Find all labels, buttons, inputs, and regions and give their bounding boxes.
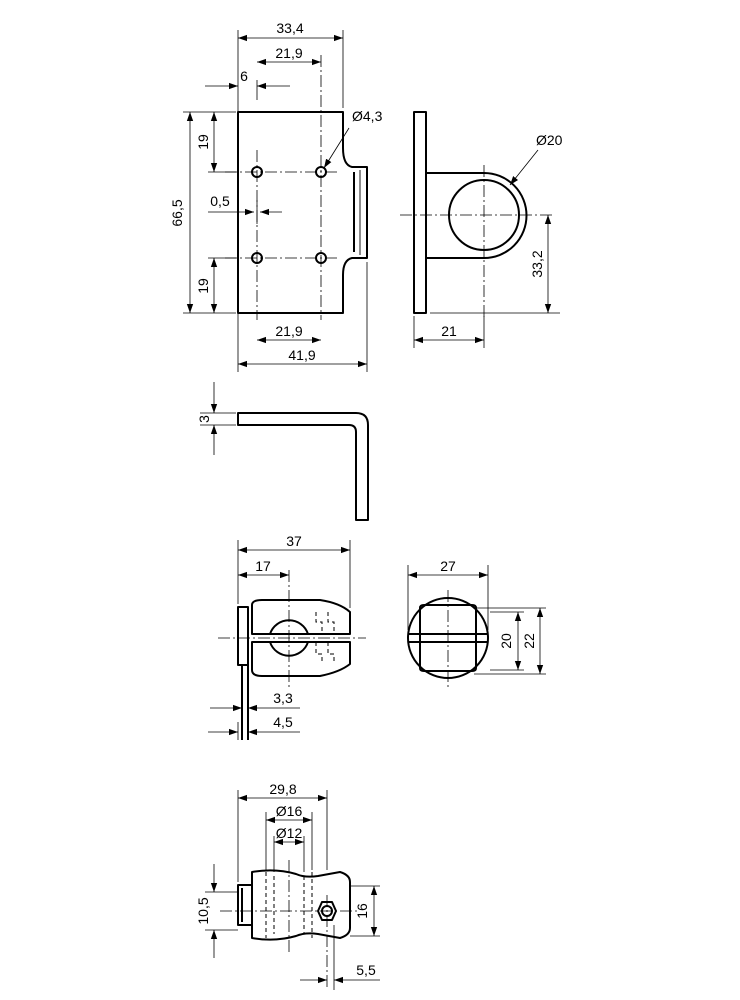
clamp-top-view: 29,8 Ø16 Ø12 10,5 16 5,5 [195, 781, 380, 990]
dim-diameter-outer: Ø16 [276, 803, 303, 819]
dim-overall-width: 33,4 [276, 20, 303, 36]
dim-edge-offset: 6 [240, 68, 248, 84]
dim-inner-height: 20 [498, 633, 514, 649]
dim-center-offset: 17 [255, 558, 271, 574]
clamp-end-inner [419, 604, 477, 672]
dim-width-bottom: 41,9 [288, 347, 315, 363]
dim-overall-height: 66,5 [169, 199, 185, 226]
dim-small-offset: 0,5 [210, 193, 230, 209]
dim-height-right: 16 [354, 903, 370, 919]
clamp-front-view: 37 17 3,3 4,5 [208, 533, 366, 740]
clamp-hidden-thread [315, 642, 323, 664]
bent-plate-profile [237, 412, 369, 521]
clamp-flange [237, 606, 249, 666]
front-view: 33,4 21,9 6 Ø4,3 66,5 19 19 0,5 21,9 41,… [169, 20, 383, 372]
plate-outline [237, 111, 368, 314]
dim-end-width: 27 [440, 558, 456, 574]
dim-hole-spacing: 21,9 [275, 45, 302, 61]
side-eye-outline [426, 172, 528, 259]
dim-slot-width: 3,3 [273, 690, 293, 706]
dim-clamp-width: 37 [286, 533, 302, 549]
side-view: Ø20 33,2 21 [400, 111, 563, 348]
clamp-upper-half [251, 599, 351, 635]
side-plate [413, 111, 427, 314]
dim-center-height: 33,2 [529, 250, 545, 277]
leader-hole-diameter [323, 127, 350, 169]
clamp-top-outline [237, 869, 351, 941]
dim-nut-width: 5,5 [356, 962, 376, 978]
leader-bore-diameter [509, 149, 539, 186]
dim-hole-diameter: Ø4,3 [352, 108, 383, 124]
clamp-hidden-thread [315, 612, 323, 634]
bend-view: 3 [196, 382, 369, 521]
dim-diameter-inner: Ø12 [276, 825, 303, 841]
clamp-lower-half [251, 641, 351, 677]
dim-bottom-offset: 19 [195, 278, 211, 294]
clamp-hidden-thread [327, 642, 335, 664]
clamp-end-view: 27 20 22 [407, 558, 546, 690]
dim-top-width: 29,8 [269, 781, 296, 797]
dim-thickness: 3 [196, 415, 212, 423]
dim-flange-width: 4,5 [273, 714, 293, 730]
dim-hole-spacing-bottom: 21,9 [275, 323, 302, 339]
clamp-hidden-thread [327, 612, 335, 634]
dim-top-offset: 19 [195, 134, 211, 150]
dim-height-left: 10,5 [195, 897, 211, 924]
dim-outer-height: 22 [521, 633, 537, 649]
dim-bore-diameter: Ø20 [536, 132, 563, 148]
dim-depth: 21 [441, 323, 457, 339]
